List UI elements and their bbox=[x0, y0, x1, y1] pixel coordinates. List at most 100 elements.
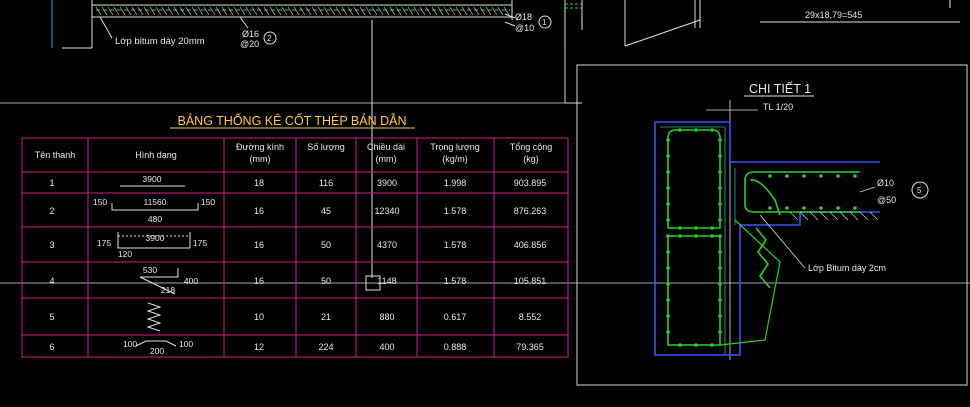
rebar-dot bbox=[678, 234, 682, 238]
cell-dia: 16 bbox=[254, 240, 264, 250]
table-header: Tên thanh Hình dạng Đường kính(mm) Số lư… bbox=[35, 142, 553, 164]
shape-dimension: 530 bbox=[143, 265, 157, 275]
header-weight: Trọng lượng(kg/m) bbox=[430, 142, 480, 164]
cell-qty: 21 bbox=[321, 312, 331, 322]
detail-scale: TL 1/20 bbox=[763, 102, 793, 112]
shape-dimension: 3900 bbox=[146, 233, 165, 243]
cell-id: 3 bbox=[49, 240, 54, 250]
rebar-dot bbox=[853, 206, 857, 210]
cell-len: 4370 bbox=[377, 240, 397, 250]
cell-id: 2 bbox=[49, 206, 54, 216]
rebar-dot bbox=[678, 128, 682, 132]
dimension-right: 29x18,79=545 bbox=[805, 10, 862, 20]
detail-bitum-note: Lớp Bitum dày 2cm bbox=[808, 263, 886, 273]
bar-b-spacing: @10 bbox=[515, 23, 534, 33]
cell-w: 1.578 bbox=[444, 240, 467, 250]
rebar-dot bbox=[666, 250, 670, 254]
shape-dimension: 120 bbox=[118, 249, 132, 259]
rebar-dot bbox=[785, 206, 789, 210]
cell-qty: 116 bbox=[319, 178, 333, 188]
cell-w: 1.578 bbox=[444, 276, 467, 286]
cell-qty: 45 bbox=[321, 206, 331, 216]
rebar-dot bbox=[802, 206, 806, 210]
cad-cursor bbox=[365, 275, 381, 291]
rebar-dot bbox=[694, 343, 698, 347]
shape-dimension: 218 bbox=[161, 285, 175, 295]
cell-total: 8.552 bbox=[519, 312, 542, 322]
rebar-dot bbox=[819, 174, 823, 178]
cell-w: 1.578 bbox=[444, 206, 467, 216]
cell-dia: 18 bbox=[254, 178, 264, 188]
bar-a-mark: 2 bbox=[267, 34, 272, 43]
cell-total: 406.856 bbox=[514, 240, 547, 250]
cell-len: 880 bbox=[379, 312, 394, 322]
rebar-dot bbox=[678, 226, 682, 230]
rebar-dot bbox=[710, 226, 714, 230]
detail-concrete bbox=[654, 121, 880, 356]
cell-qty: 50 bbox=[321, 240, 331, 250]
detail-frame bbox=[576, 64, 968, 386]
rebar-dot bbox=[718, 202, 722, 206]
rebar-dot bbox=[802, 174, 806, 178]
rebar-dot bbox=[718, 154, 722, 158]
bar-b-mark: 1 bbox=[542, 18, 547, 27]
cell-total: 105.851 bbox=[514, 276, 547, 286]
rebar-dot bbox=[718, 218, 722, 222]
bar-mark-circle bbox=[911, 181, 929, 199]
rebar-dot bbox=[694, 128, 698, 132]
rebar-dot bbox=[666, 186, 670, 190]
header-name: Tên thanh bbox=[35, 150, 76, 160]
rebar-dot bbox=[666, 138, 670, 142]
rebar-dot bbox=[666, 170, 670, 174]
rebar-dot bbox=[666, 266, 670, 270]
shape-dimension: 11560 bbox=[143, 197, 166, 207]
rebar-dot bbox=[853, 174, 857, 178]
header-length: Chiều dài(mm) bbox=[367, 142, 405, 164]
rebar-dot bbox=[666, 234, 670, 238]
cell-qty: 50 bbox=[321, 276, 331, 286]
bar-a-dia: Ø16 bbox=[242, 29, 259, 39]
rebar-dot bbox=[710, 343, 714, 347]
cell-len: 3900 bbox=[377, 178, 397, 188]
cell-id: 6 bbox=[49, 342, 54, 352]
shape-dimension: 480 bbox=[148, 214, 162, 224]
detail-title: CHI TIẾT 1 bbox=[749, 81, 811, 96]
rebar-dot bbox=[718, 138, 722, 142]
cell-dia: 16 bbox=[254, 206, 264, 216]
detail-rebar bbox=[667, 129, 860, 346]
top-slab-strip bbox=[51, 0, 960, 278]
rebar-dot bbox=[718, 234, 722, 238]
header-qty: Số lượng bbox=[307, 142, 344, 152]
cell-len: 400 bbox=[379, 342, 394, 352]
shape-dimension: 100 bbox=[179, 339, 193, 349]
rebar-dot bbox=[836, 174, 840, 178]
rebar-dot bbox=[666, 154, 670, 158]
detail-slab-hatch bbox=[789, 211, 879, 221]
cell-id: 5 bbox=[49, 312, 54, 322]
shape-dimension: 175 bbox=[193, 238, 207, 248]
rebar-dot bbox=[666, 202, 670, 206]
shape-dimension: 150 bbox=[93, 197, 107, 207]
rebar-dot bbox=[819, 206, 823, 210]
header-shape: Hình dạng bbox=[135, 150, 177, 160]
rebar-dot bbox=[666, 298, 670, 302]
rebar-dot bbox=[710, 234, 714, 238]
rebar-dot bbox=[718, 282, 722, 286]
rebar-dot bbox=[718, 298, 722, 302]
rebar-dot bbox=[768, 206, 772, 210]
shape-dimension: 3900 bbox=[143, 174, 162, 184]
cell-len: 12340 bbox=[374, 206, 399, 216]
shape-dimension: 200 bbox=[150, 346, 164, 356]
cell-qty: 224 bbox=[318, 342, 333, 352]
rebar-dot bbox=[678, 343, 682, 347]
rebar-dot bbox=[718, 330, 722, 334]
rebar-dot bbox=[710, 128, 714, 132]
bitum-note-left: Lớp bitum dày 20mm bbox=[115, 36, 205, 47]
table-title: BẢNG THỐNG KÊ CỐT THÉP BẢN DẪN bbox=[178, 113, 407, 128]
rebar-dot bbox=[718, 266, 722, 270]
header-total: Tổng cộng(kg) bbox=[510, 142, 553, 164]
cell-w: 0.617 bbox=[444, 312, 467, 322]
